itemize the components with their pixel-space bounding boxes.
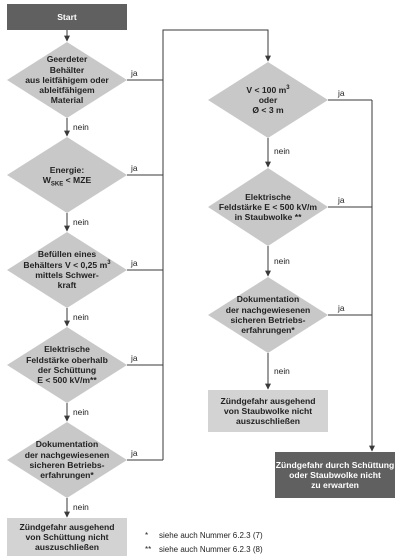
decision-documentation-left: Dokumentation der nachgewiesenen sichere… <box>24 439 110 481</box>
yes-label: ja <box>131 68 138 78</box>
start-label: Start <box>57 11 77 22</box>
decision-energy: Energie: WSKE < MZE <box>42 164 92 188</box>
start-box: Start <box>7 4 127 30</box>
yes-label: ja <box>131 163 138 173</box>
decision-grounded-container: Geerdeter Behälter aus leitfähigem oder … <box>25 54 109 106</box>
decision-energy-shape <box>7 137 127 213</box>
no-label: nein <box>274 146 290 156</box>
decision-documentation-left-shape <box>7 422 127 498</box>
yes-label: ja <box>131 448 138 458</box>
no-label: nein <box>274 366 290 376</box>
no-label: nein <box>73 312 89 322</box>
decision-volume-shape <box>208 62 328 138</box>
yes-label: ja <box>131 258 138 268</box>
decision-filling: Befüllen eines Behälters V < 0,25 m3 mit… <box>23 249 111 291</box>
no-label: nein <box>73 122 89 132</box>
yes-label: ja <box>338 88 345 98</box>
decision-filling-shape <box>7 232 127 308</box>
decision-field-strength-bulk: Elektrische Feldstärke oberhalb der Schü… <box>26 344 108 386</box>
decision-field-strength-bulk-shape <box>7 327 127 403</box>
result-no-ignition-risk: Zündgefahr durch Schüttung oder Staubwol… <box>275 452 395 498</box>
footnote: **siehe auch Nummer 6.2.3 (8) <box>145 545 263 554</box>
no-label: nein <box>73 407 89 417</box>
result-dust-cloud-ignition-risk: Zündgefahr ausgehend von Staubwolke nich… <box>208 390 328 432</box>
yes-label: ja <box>338 303 345 313</box>
no-label: nein <box>73 217 89 227</box>
decision-volume: V < 100 m3 oder Ø < 3 m <box>246 84 290 116</box>
decision-field-strength-cloud: Elektrische Feldstärke E < 500 kV/m in S… <box>218 191 318 223</box>
decision-grounded-container-shape <box>7 42 127 118</box>
decision-documentation-right-shape <box>208 277 328 353</box>
no-label: nein <box>274 256 290 266</box>
decision-field-strength-cloud-shape <box>208 168 328 246</box>
footnote: *siehe auch Nummer 6.2.3 (7) <box>145 531 263 540</box>
yes-label: ja <box>131 353 138 363</box>
result-bulk-ignition-risk: Zündgefahr ausgehend von Schüttung nicht… <box>7 518 127 556</box>
no-label: nein <box>73 502 89 512</box>
decision-documentation-right: Dokumentation der nachgewiesenen sichere… <box>225 294 311 336</box>
yes-label: ja <box>338 195 345 205</box>
